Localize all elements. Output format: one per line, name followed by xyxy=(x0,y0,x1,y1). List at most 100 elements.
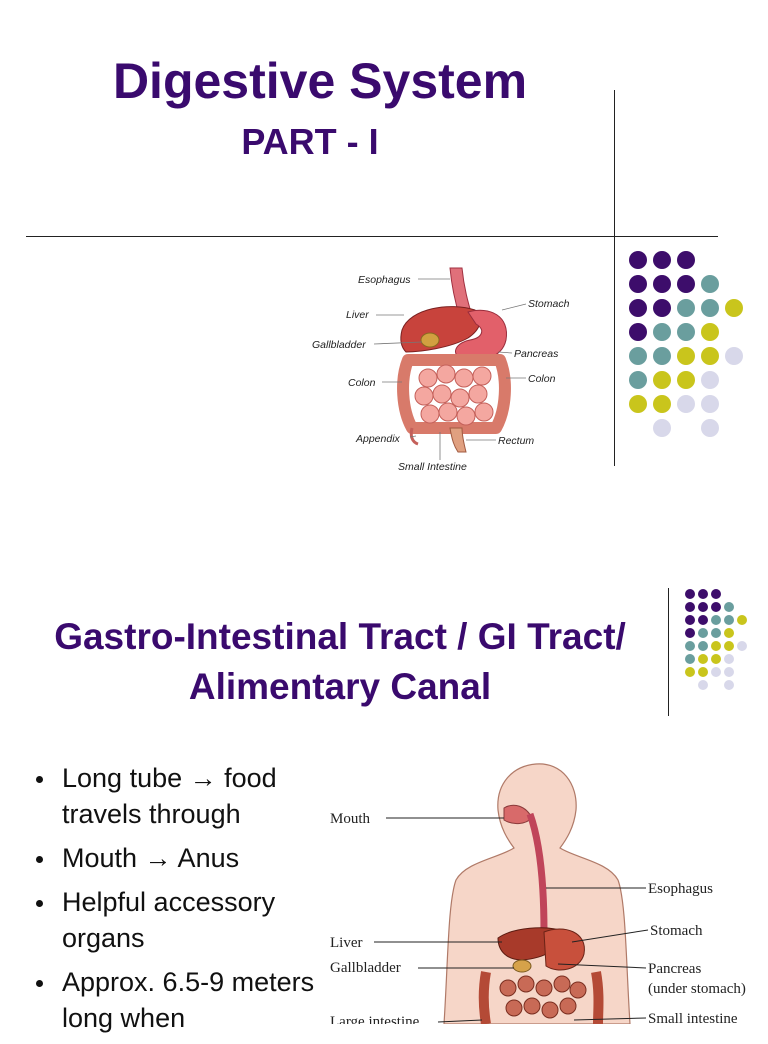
slide1-digestive-diagram: Esophagus Liver Gallbladder Colon Append… xyxy=(312,267,570,473)
decorative-dot xyxy=(677,323,695,341)
label-small-intestine-2: Small intestine xyxy=(648,1011,738,1024)
decorative-dot xyxy=(724,602,734,612)
decorative-dot xyxy=(711,615,721,625)
decorative-dot xyxy=(711,628,721,638)
label-small-intestine: Small Intestine xyxy=(398,461,467,473)
decorative-dot xyxy=(677,251,695,269)
decorative-dot xyxy=(653,299,671,317)
decorative-dot xyxy=(629,347,647,365)
label-pancreas-2: Pancreas xyxy=(648,961,701,977)
label-mouth: Mouth xyxy=(330,811,371,827)
slide1-horizontal-divider xyxy=(26,236,718,237)
decorative-dot xyxy=(685,628,695,638)
decorative-dot xyxy=(685,667,695,677)
label-liver-2: Liver xyxy=(330,935,362,951)
decorative-dot xyxy=(698,589,708,599)
decorative-dot xyxy=(701,299,719,317)
decorative-dot xyxy=(629,323,647,341)
decorative-dot xyxy=(677,347,695,365)
label-rectum: Rectum xyxy=(498,435,534,447)
decorative-dot xyxy=(698,615,708,625)
decorative-dot xyxy=(653,251,671,269)
decorative-dot xyxy=(698,641,708,651)
label-appendix: Appendix xyxy=(355,433,401,445)
decorative-dot xyxy=(629,395,647,413)
decorative-dot xyxy=(724,654,734,664)
label-colon-right: Colon xyxy=(528,373,556,385)
decorative-dot xyxy=(701,323,719,341)
slide2-bullet-list: Long tube → food travels through Mouth →… xyxy=(30,760,320,1044)
label-stomach-2: Stomach xyxy=(650,923,703,939)
decorative-dot xyxy=(698,654,708,664)
bullet-item: Long tube → food travels through xyxy=(30,760,320,832)
decorative-dot xyxy=(724,628,734,638)
decorative-dot xyxy=(711,602,721,612)
decorative-dot xyxy=(724,641,734,651)
slide2-title-line1: Gastro-Intestinal Tract / GI Tract/ xyxy=(54,616,626,657)
decorative-dot xyxy=(724,680,734,690)
decorative-dot xyxy=(629,275,647,293)
decorative-dot xyxy=(701,371,719,389)
label-colon-left: Colon xyxy=(348,377,376,389)
decorative-dot xyxy=(701,419,719,437)
decorative-dot xyxy=(677,395,695,413)
slide1-vertical-divider xyxy=(614,90,615,466)
decorative-dot xyxy=(724,615,734,625)
label-esophagus-2: Esophagus xyxy=(648,881,713,897)
decorative-dot xyxy=(685,654,695,664)
decorative-dot xyxy=(653,371,671,389)
bullet-dot-icon xyxy=(36,776,43,783)
slide1-dot-grid xyxy=(629,251,743,437)
decorative-dot xyxy=(711,641,721,651)
decorative-dot xyxy=(698,602,708,612)
bullet-dot-icon xyxy=(36,980,43,987)
decorative-dot xyxy=(653,323,671,341)
label-gallbladder: Gallbladder xyxy=(312,339,366,351)
slide2-vertical-divider xyxy=(668,588,669,716)
decorative-dot xyxy=(629,299,647,317)
decorative-dot xyxy=(677,371,695,389)
decorative-dot xyxy=(685,589,695,599)
decorative-dot xyxy=(677,299,695,317)
label-liver: Liver xyxy=(346,309,369,321)
bullet-item: Approx. 6.5-9 meters long when xyxy=(30,964,320,1036)
decorative-dot xyxy=(737,615,747,625)
decorative-dot xyxy=(629,371,647,389)
label-gallbladder-2: Gallbladder xyxy=(330,960,401,976)
decorative-dot xyxy=(701,347,719,365)
slide2-title: Gastro-Intestinal Tract / GI Tract/ Alim… xyxy=(10,612,670,712)
decorative-dot xyxy=(685,602,695,612)
label-large-intestine: Large intestine xyxy=(330,1014,420,1024)
decorative-dot xyxy=(653,347,671,365)
slide1-title: Digestive System xyxy=(112,53,528,109)
decorative-dot xyxy=(725,299,743,317)
decorative-dot xyxy=(653,419,671,437)
label-stomach: Stomach xyxy=(528,298,570,310)
slide2-body-diagram: Mouth Esophagus Stomach Liver Gallbladde… xyxy=(330,763,746,1024)
decorative-dot xyxy=(711,667,721,677)
decorative-dot xyxy=(737,641,747,651)
decorative-dot xyxy=(698,667,708,677)
decorative-dot xyxy=(653,395,671,413)
decorative-dot xyxy=(653,275,671,293)
decorative-dot xyxy=(701,275,719,293)
slide2-dot-grid xyxy=(685,589,747,690)
slide1-subtitle: PART - I xyxy=(241,121,379,162)
label-pancreas: Pancreas xyxy=(514,348,559,360)
decorative-dot xyxy=(724,667,734,677)
decorative-dot xyxy=(711,654,721,664)
slide2-title-line2: Alimentary Canal xyxy=(188,666,492,707)
bullet-item: Mouth → Anus xyxy=(30,840,320,876)
bullet-dot-icon xyxy=(36,900,43,907)
bullet-item: Helpful accessory organs xyxy=(30,884,320,956)
decorative-dot xyxy=(677,275,695,293)
label-pancreas-note: (under stomach) xyxy=(648,981,746,997)
label-esophagus: Esophagus xyxy=(358,274,411,286)
decorative-dot xyxy=(725,347,743,365)
decorative-dot xyxy=(701,395,719,413)
decorative-dot xyxy=(698,628,708,638)
decorative-dot xyxy=(685,641,695,651)
decorative-dot xyxy=(629,251,647,269)
bullet-dot-icon xyxy=(36,856,43,863)
decorative-dot xyxy=(685,615,695,625)
